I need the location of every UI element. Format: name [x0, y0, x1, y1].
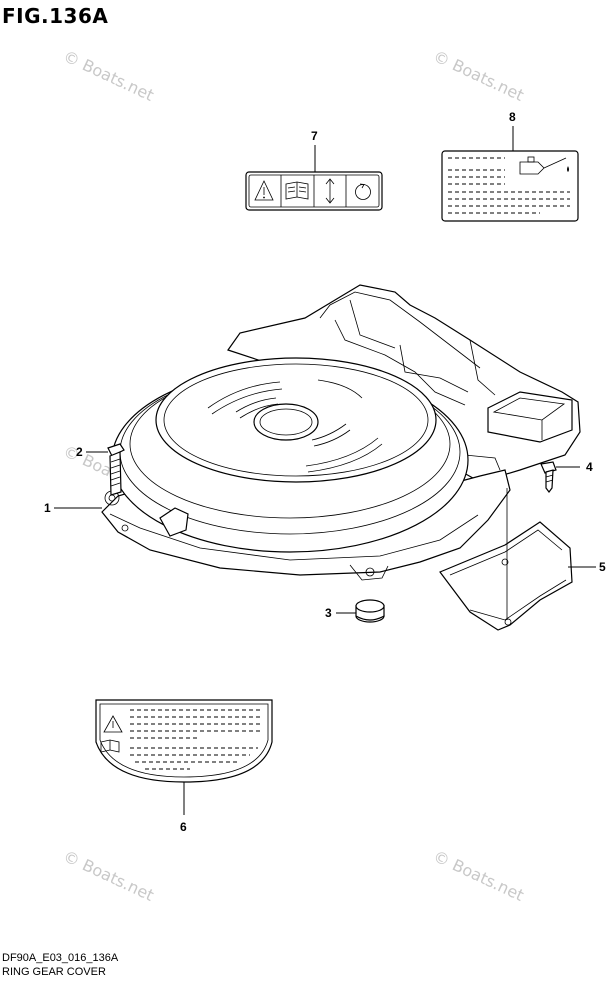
- callout-1: 1: [44, 501, 51, 515]
- rotation-direction-icon: [355, 183, 371, 200]
- oil-can-icon: [519, 156, 569, 175]
- warning-triangle-icon: [103, 715, 123, 733]
- warning-triangle-icon: [254, 180, 274, 201]
- callout-8: 8: [509, 110, 516, 124]
- watermark-bottom-right: © Boats.net: [430, 846, 526, 904]
- callout-2: 2: [76, 445, 83, 459]
- part-8-oil-label: [441, 150, 579, 222]
- watermark-top-right: © Boats.net: [430, 46, 526, 104]
- part-3-grommet: [355, 599, 385, 623]
- part-7-pictogram-label: [245, 171, 383, 211]
- figure-title: FIG.136A: [2, 4, 109, 28]
- part-4-screw: [540, 461, 557, 493]
- callout-4: 4: [586, 460, 593, 474]
- part-1-ring-gear-cover: [101, 284, 581, 581]
- part-2-bolt: [107, 443, 125, 496]
- manual-book-icon: [285, 181, 309, 200]
- callout-7: 7: [311, 129, 318, 143]
- watermark-bottom-left: © Boats.net: [60, 846, 156, 904]
- callout-3: 3: [325, 606, 332, 620]
- figure-name: RING GEAR COVER: [2, 966, 106, 978]
- part-5-bracket-plate: [439, 488, 573, 631]
- watermark-top-left: © Boats.net: [60, 46, 156, 104]
- manual-book-icon: [100, 739, 120, 753]
- up-down-arrow-icon: [325, 178, 335, 204]
- figure-code: DF90A_E03_016_136A: [2, 952, 119, 964]
- callout-6: 6: [180, 820, 187, 834]
- part-6-caution-label: [95, 699, 273, 783]
- callout-5: 5: [599, 560, 606, 574]
